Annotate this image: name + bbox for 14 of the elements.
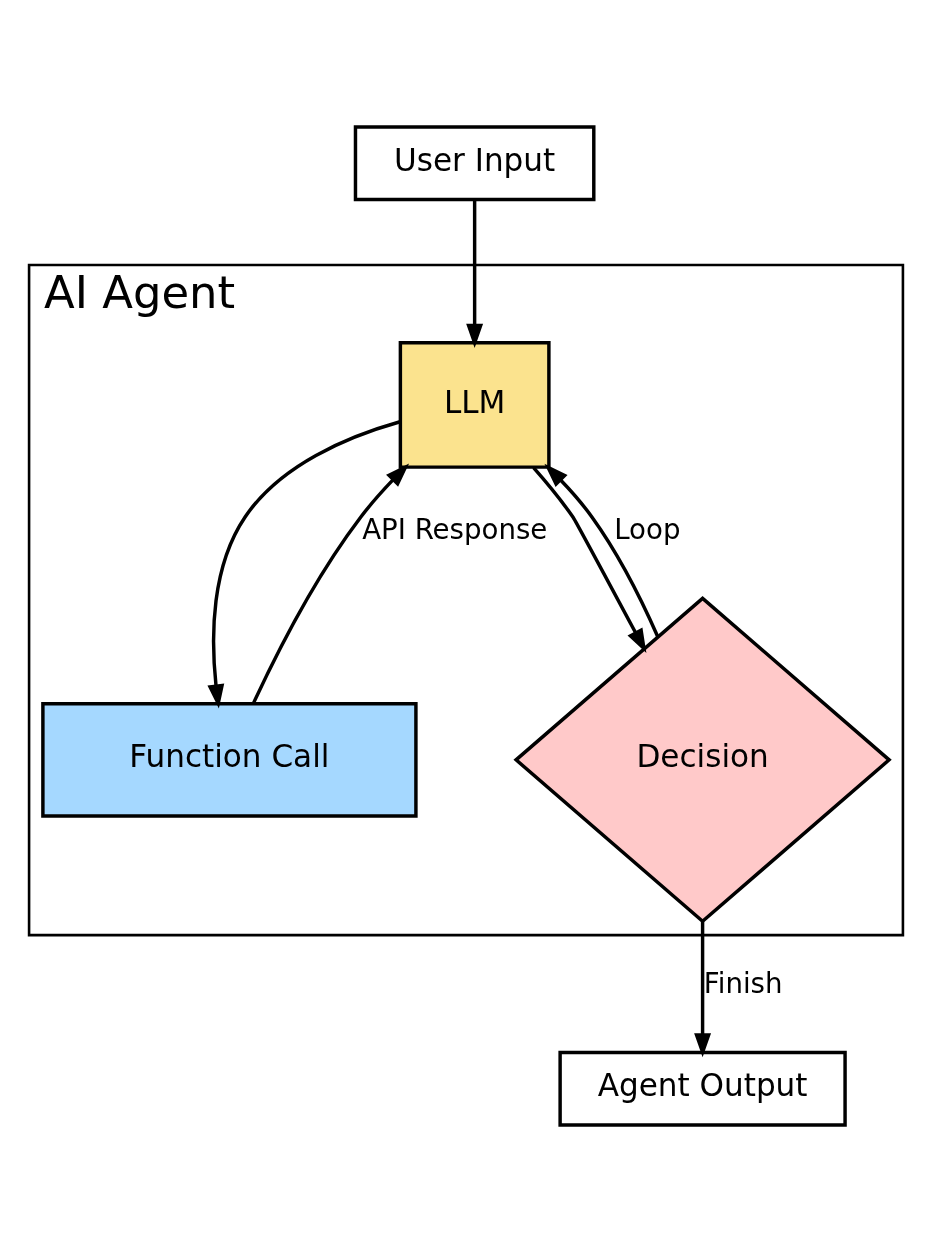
edge-label: API Response — [362, 512, 548, 546]
node-box: User Input — [353, 124, 596, 201]
arrow — [207, 419, 401, 709]
arrow — [544, 463, 660, 637]
arrow — [532, 466, 647, 653]
node-diamond: Decision — [513, 595, 892, 924]
node-box: LLM — [398, 340, 551, 469]
arrow — [466, 199, 484, 348]
edge-label: Finish — [703, 967, 783, 1000]
edge-label: Loop — [614, 512, 681, 546]
arrow — [251, 463, 410, 704]
node-box: Function Call — [41, 701, 418, 818]
arrow — [694, 920, 712, 1057]
node-box: Agent Output — [558, 1050, 847, 1127]
